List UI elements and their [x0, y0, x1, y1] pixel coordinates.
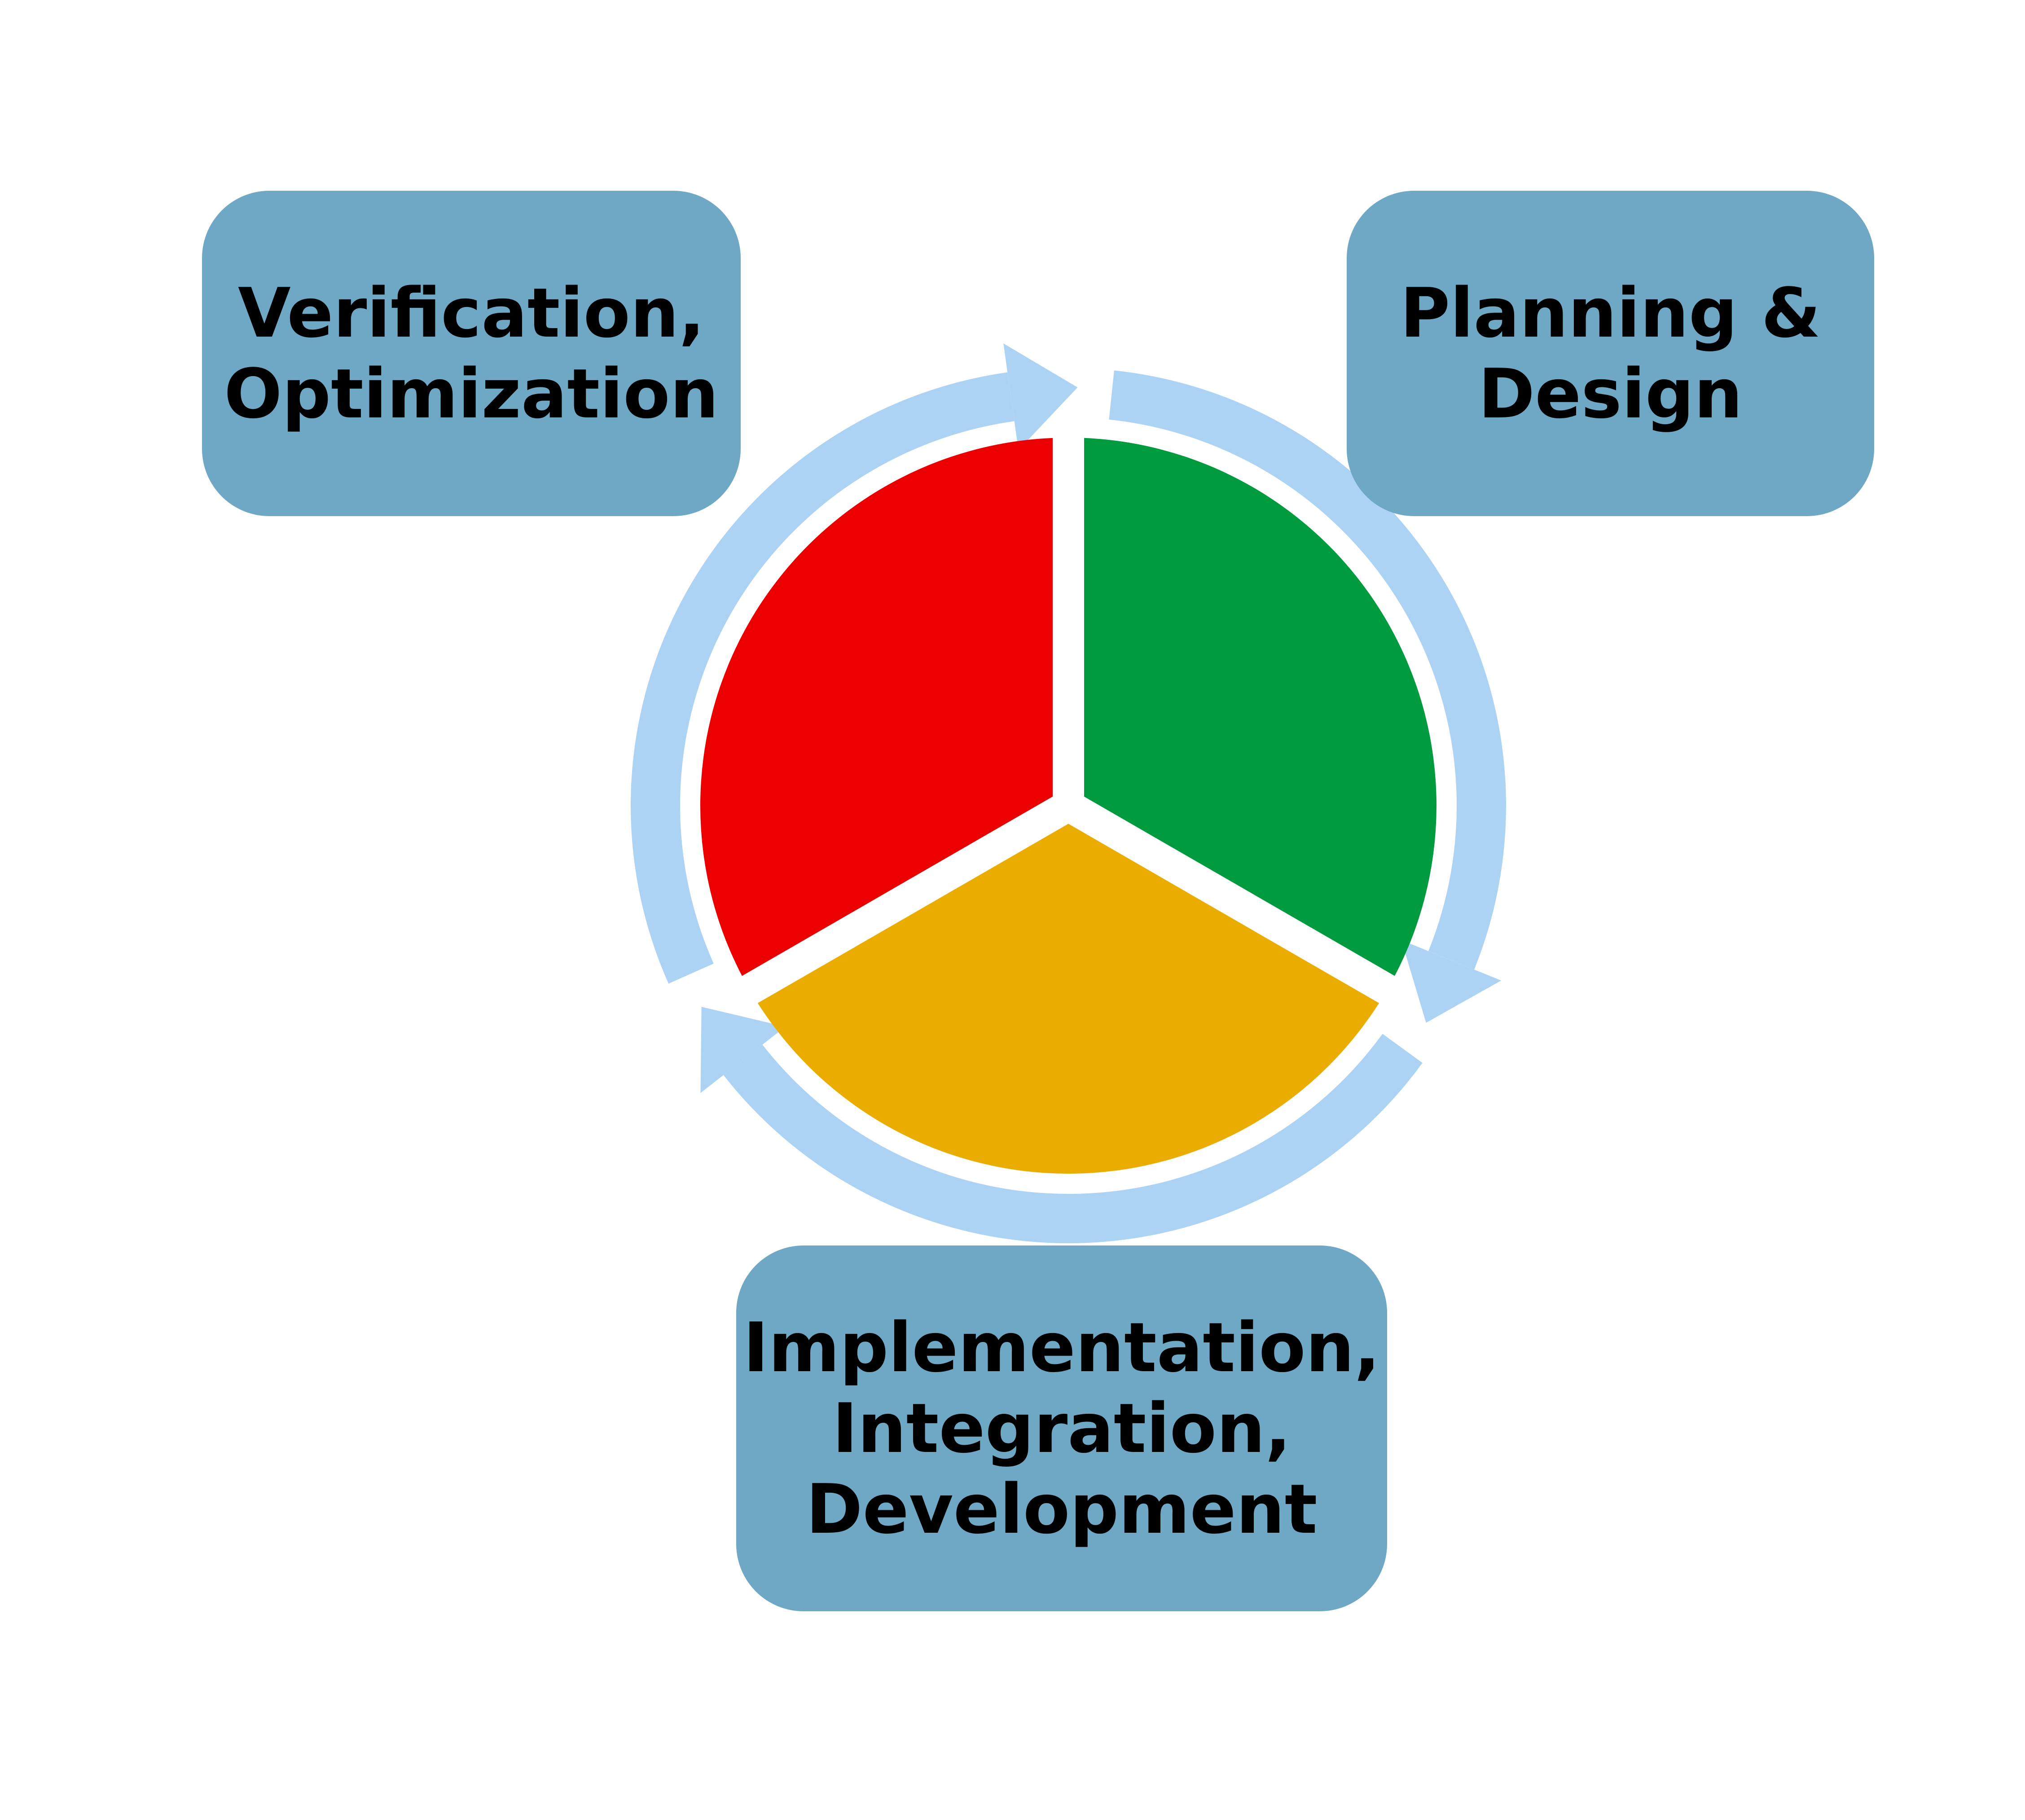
box-label-line: Development — [806, 1469, 1318, 1549]
ring-arc-planning-to-implementation — [1109, 370, 1506, 970]
box-label-line: Planning & — [1400, 273, 1821, 353]
ring-arc-verification-to-planning — [631, 372, 1015, 984]
box-label-line: Design — [1478, 354, 1743, 434]
box-label-line: Implementation, — [743, 1307, 1380, 1387]
arrowhead-right-icon — [1401, 940, 1502, 1023]
box-label-line: Integration, — [832, 1388, 1291, 1468]
box-label-line: Optimization — [224, 354, 719, 434]
separator-line-right — [1060, 792, 1411, 1013]
arrowhead-left-icon — [700, 1007, 786, 1093]
separator-line-left — [726, 792, 1076, 1013]
planning-design-box: Planning & Design — [1347, 191, 1874, 516]
implementation-integration-development-box: Implementation, Integration, Development — [736, 1245, 1387, 1611]
box-label-line: Verification, — [238, 273, 705, 353]
arrowhead-top-icon — [1003, 343, 1078, 450]
ring-arc-implementation-to-verification — [723, 1034, 1423, 1243]
verification-optimization-box: Verification, Optimization — [202, 191, 741, 516]
